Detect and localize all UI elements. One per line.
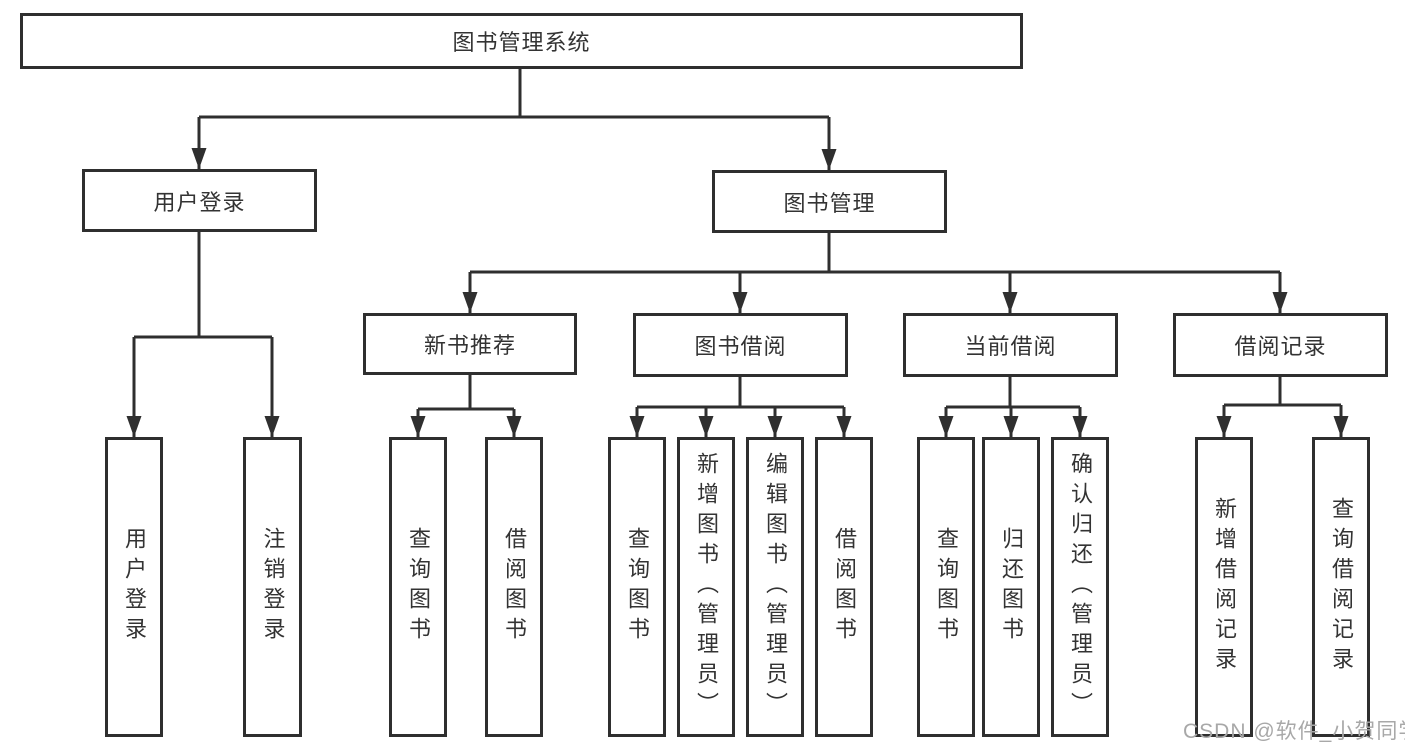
leaf-add-books-admin: 新增图书（管理员） bbox=[677, 437, 735, 737]
node-book-management: 图书管理 bbox=[712, 170, 947, 233]
connector-group-book-management bbox=[462, 233, 1288, 313]
leaf-borrow-books: 借阅图书 bbox=[815, 437, 873, 737]
leaf-query-borrow-record: 查询借阅记录 bbox=[1312, 437, 1370, 737]
connector-group-current-borrow bbox=[938, 377, 1088, 437]
node-library-system: 图书管理系统 bbox=[20, 13, 1023, 69]
leaf-edit-books-admin: 编辑图书（管理员） bbox=[746, 437, 804, 737]
connector-group-root bbox=[191, 69, 837, 170]
node-new-book-recommend: 新书推荐 bbox=[363, 313, 577, 375]
connector-group-borrow-records bbox=[1216, 377, 1349, 437]
leaf-return-books: 归还图书 bbox=[982, 437, 1040, 737]
leaf-query-books-current: 查询图书 bbox=[917, 437, 975, 737]
leaf-query-books-borrow: 查询图书 bbox=[608, 437, 666, 737]
leaf-add-borrow-record: 新增借阅记录 bbox=[1195, 437, 1253, 737]
csdn-watermark: CSDN @软件_小贺同学 bbox=[1183, 720, 1405, 743]
node-current-borrow: 当前借阅 bbox=[903, 313, 1118, 377]
connector-group-book-borrow bbox=[629, 377, 852, 437]
node-book-borrow: 图书借阅 bbox=[633, 313, 848, 377]
leaf-logout-login: 注销登录 bbox=[243, 437, 302, 737]
leaf-confirm-return-admin: 确认归还（管理员） bbox=[1051, 437, 1109, 737]
connector-group-user-login bbox=[126, 232, 280, 437]
leaf-user-login: 用户登录 bbox=[105, 437, 163, 737]
leaf-borrow-books-recommend: 借阅图书 bbox=[485, 437, 543, 737]
connector-group-new-book-recommend bbox=[410, 375, 522, 437]
node-user-login: 用户登录 bbox=[82, 169, 317, 232]
node-borrow-records: 借阅记录 bbox=[1173, 313, 1388, 377]
leaf-query-books-recommend: 查询图书 bbox=[389, 437, 447, 737]
